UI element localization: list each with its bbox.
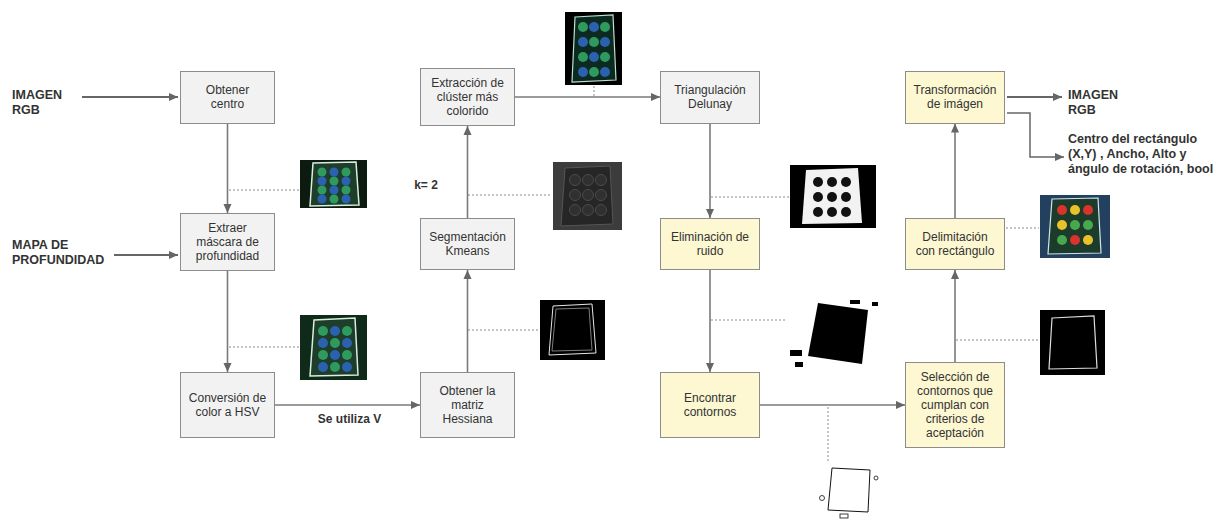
process-box: Triangulación Delunay [660, 71, 760, 124]
process-box: Obtener la matriz Hessiana [420, 372, 515, 438]
edge-label: Se utiliza V [300, 412, 399, 426]
leader-lines [229, 86, 1039, 461]
box-text: Transformación de imágen [913, 83, 997, 111]
box-text: Extraer máscara de profundidad [188, 221, 267, 263]
box-text: Segmentación Kmeans [428, 230, 507, 258]
box-text: Encontrar contornos [668, 391, 752, 419]
flow-arrow [467, 126, 469, 218]
thumbnail-image [788, 300, 880, 370]
process-box: Conversión de color a HSV [180, 372, 275, 438]
thumbnail-image [818, 462, 880, 520]
thumbnail-image [1040, 195, 1110, 258]
box-text: Triangulación Delunay [668, 83, 752, 111]
io-label: Centro del rectángulo (X,Y) , Ancho, Alt… [1068, 132, 1214, 177]
flow-arrow [227, 271, 229, 372]
flow-arrow [954, 124, 956, 219]
flow-arrow [709, 124, 711, 219]
io-label: IMAGEN RGB [12, 88, 74, 118]
thumbnail-image [540, 300, 605, 360]
process-box: Encontrar contornos [660, 372, 760, 438]
flow-arrow [275, 404, 420, 406]
thumbnail-image [790, 165, 876, 228]
flow-arrow [709, 270, 711, 372]
flow-arrow [515, 96, 660, 98]
box-text: Extracción de clúster más colorido [428, 76, 507, 118]
flow-arrow [467, 270, 469, 372]
flow-arrow [954, 270, 956, 362]
process-box: Transformación de imágen [905, 71, 1005, 124]
box-text: Delimitación con rectángulo [913, 230, 997, 258]
edge-label: k= 2 [396, 178, 456, 192]
box-text: Obtener la matriz Hessiana [428, 384, 507, 426]
thumbnail-image [553, 162, 622, 230]
process-box: Segmentación Kmeans [420, 218, 515, 270]
thumbnail-image [565, 12, 622, 85]
process-box: Selección de contornos que cumplan con c… [905, 362, 1005, 448]
process-box: Eliminación de ruido [660, 218, 760, 270]
box-text: Eliminación de ruido [668, 230, 752, 258]
flow-arrow [760, 404, 905, 406]
process-box: Obtener centro [180, 71, 275, 124]
thumbnail-image [300, 315, 367, 380]
process-box: Extracción de clúster más colorido [420, 68, 515, 126]
process-box: Delimitación con rectángulo [905, 218, 1005, 270]
io-label: MAPA DE PROFUNDIDAD [12, 238, 112, 268]
thumbnail-image [300, 160, 367, 208]
flow-arrow [227, 124, 229, 214]
box-text: Obtener centro [188, 83, 267, 111]
thumbnail-image [1040, 310, 1105, 375]
io-label: IMAGEN RGB [1068, 88, 1128, 118]
box-text: Selección de contornos que cumplan con c… [913, 370, 997, 440]
process-box: Extraer máscara de profundidad [180, 213, 275, 271]
box-text: Conversión de color a HSV [188, 391, 267, 419]
